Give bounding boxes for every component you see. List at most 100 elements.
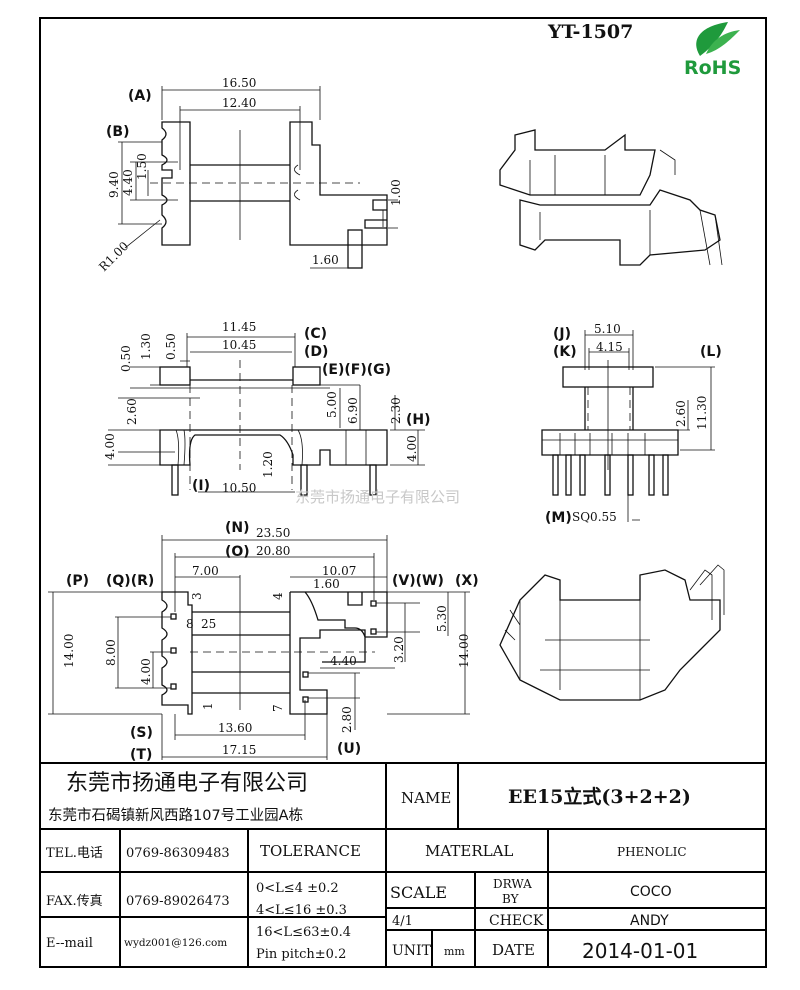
dim-1-50: 1.50 xyxy=(135,153,149,180)
dim-10-07: 10.07 xyxy=(322,564,356,578)
dim-4-40: 4.40 xyxy=(121,169,135,196)
dim-0-50-a: 0.50 xyxy=(119,345,133,372)
label-l: (L) xyxy=(700,344,722,360)
pin-number-3: 3 xyxy=(190,592,204,600)
dim-20-80: 20.80 xyxy=(256,544,290,558)
label-i: (I) xyxy=(192,478,210,494)
dim-8: 8 xyxy=(186,617,194,631)
isometric-view-top xyxy=(499,129,723,266)
dim-13-60: 13.60 xyxy=(218,721,252,735)
dim-17-15: 17.15 xyxy=(222,743,256,757)
tel-label: TEL.电话 xyxy=(46,846,103,861)
dim-5-30: 5.30 xyxy=(435,605,449,632)
label-k: (K) xyxy=(553,344,577,360)
fax-value: 0769-89026473 xyxy=(126,894,230,909)
drawn-by-value: COCO xyxy=(630,884,672,900)
label-t: (T) xyxy=(130,747,152,763)
name-label: NAME xyxy=(401,789,451,807)
check-value: ANDY xyxy=(630,913,669,929)
part-name: EE15立式(3+2+2) xyxy=(508,785,691,808)
dim-4-00-right: 4.00 xyxy=(405,435,419,462)
label-d: (D) xyxy=(304,344,328,360)
isometric-view-bottom xyxy=(499,564,725,701)
dim-4-00-bottom: 4.00 xyxy=(139,658,153,685)
drawing-frame xyxy=(39,17,767,968)
label-x: (X) xyxy=(455,573,479,589)
front-view: (C) (D) (E)(F)(G) (H) (I) 11.45 10.45 0.… xyxy=(103,320,431,496)
company-address: 东莞市石碣镇新风西路107号工业园A栋 xyxy=(48,806,303,824)
dim-2-80: 2.80 xyxy=(340,706,354,733)
label-h: (H) xyxy=(406,412,431,428)
material-value: PHENOLIC xyxy=(617,845,687,859)
dim-9-40: 9.40 xyxy=(107,171,121,198)
tolerance-row-4: Pin pitch±0.2 xyxy=(256,947,346,962)
date-value: 2014-01-01 xyxy=(582,939,698,963)
unit-label: UNIT xyxy=(392,943,432,959)
dim-11-45: 11.45 xyxy=(222,320,256,334)
check-label: CHECK xyxy=(489,913,544,929)
dim-2-60: 2.60 xyxy=(125,398,139,425)
dim-4-00-left: 4.00 xyxy=(103,433,117,460)
dim-1-00: 1.00 xyxy=(389,179,403,206)
fax-label: FAX.传真 xyxy=(46,894,103,909)
email-value: wydz001@126.com xyxy=(124,937,227,949)
dim-0-50-b: 0.50 xyxy=(164,333,178,360)
watermark: 东莞市扬通电子有限公司 xyxy=(295,488,460,506)
label-qr: (Q)(R) xyxy=(106,573,154,589)
label-s: (S) xyxy=(130,725,153,741)
dim-14-00-right: 14.00 xyxy=(457,634,471,668)
dim-sq0-55: SQ0.55 xyxy=(572,510,617,524)
dim-1-20: 1.20 xyxy=(261,451,275,478)
scale-label: SCALE xyxy=(390,883,447,902)
dim-16-50: 16.50 xyxy=(222,76,256,90)
top-view: (A) (B) 16.50 12.40 9.40 4.40 1.50 1.00 … xyxy=(96,76,403,274)
dim-14-00-left: 14.00 xyxy=(62,634,76,668)
drawn-by-label-2: BY xyxy=(502,892,520,906)
company-name: 东莞市扬通电子有限公司 xyxy=(66,771,308,796)
material-label: MATERLAL xyxy=(425,842,513,860)
title-block: 东莞市扬通电子有限公司 东莞市石碣镇新风西路107号工业园A栋 NAME EE1… xyxy=(40,762,766,967)
scale-value: 4/1 xyxy=(392,914,413,929)
pins xyxy=(552,454,669,496)
date-label: DATE xyxy=(492,941,535,959)
label-u: (U) xyxy=(337,741,361,757)
pin-number-7: 7 xyxy=(271,704,285,712)
dim-2-60-side: 2.60 xyxy=(674,400,688,427)
drawn-by-label-1: DRWA xyxy=(493,877,532,891)
email-label: E--mail xyxy=(46,936,93,951)
label-m: (M) xyxy=(545,510,572,526)
dim-11-30: 11.30 xyxy=(695,396,709,430)
label-a: (A) xyxy=(128,88,152,104)
dim-3-20: 3.20 xyxy=(392,636,406,663)
dim-6-90: 6.90 xyxy=(346,397,360,424)
dim-10-45: 10.45 xyxy=(222,338,256,352)
dim-1-60-bottom: 1.60 xyxy=(313,577,340,591)
svg-text:RoHS: RoHS xyxy=(684,57,741,79)
label-j: (J) xyxy=(553,326,571,342)
label-o: (O) xyxy=(225,544,250,560)
dim-2-30: 2.30 xyxy=(389,397,403,424)
side-view: (J) (K) (L) (M) 5.10 4.15 2.60 11.30 SQ0… xyxy=(541,322,722,526)
tel-value: 0769-86309483 xyxy=(126,846,230,861)
dim-5-10: 5.10 xyxy=(594,322,621,336)
bottom-view: (N) (O) (P) (Q)(R) (V)(W) (X) (S) (T) (U… xyxy=(48,520,479,763)
dim-1-60: 1.60 xyxy=(312,253,339,267)
label-b: (B) xyxy=(106,124,129,140)
pin-number-4: 4 xyxy=(271,592,285,600)
dim-23-50: 23.50 xyxy=(256,526,290,540)
pin-number-1: 1 xyxy=(201,702,215,710)
tolerance-label: TOLERANCE xyxy=(260,842,361,860)
dim-r1-00: R1.00 xyxy=(96,239,131,274)
dim-7-00: 7.00 xyxy=(192,564,219,578)
label-c: (C) xyxy=(304,326,327,342)
dim-1-30: 1.30 xyxy=(139,333,153,360)
dim-25: 25 xyxy=(201,617,216,631)
dim-10-50: 10.50 xyxy=(222,481,256,495)
dim-8-00: 8.00 xyxy=(104,639,118,666)
dim-4-15: 4.15 xyxy=(596,340,623,354)
dim-12-40: 12.40 xyxy=(222,96,256,110)
tolerance-row-2: 4<L≤16 ±0.3 xyxy=(256,903,347,918)
unit-value: mm xyxy=(444,945,465,958)
label-vw: (V)(W) xyxy=(392,573,444,589)
